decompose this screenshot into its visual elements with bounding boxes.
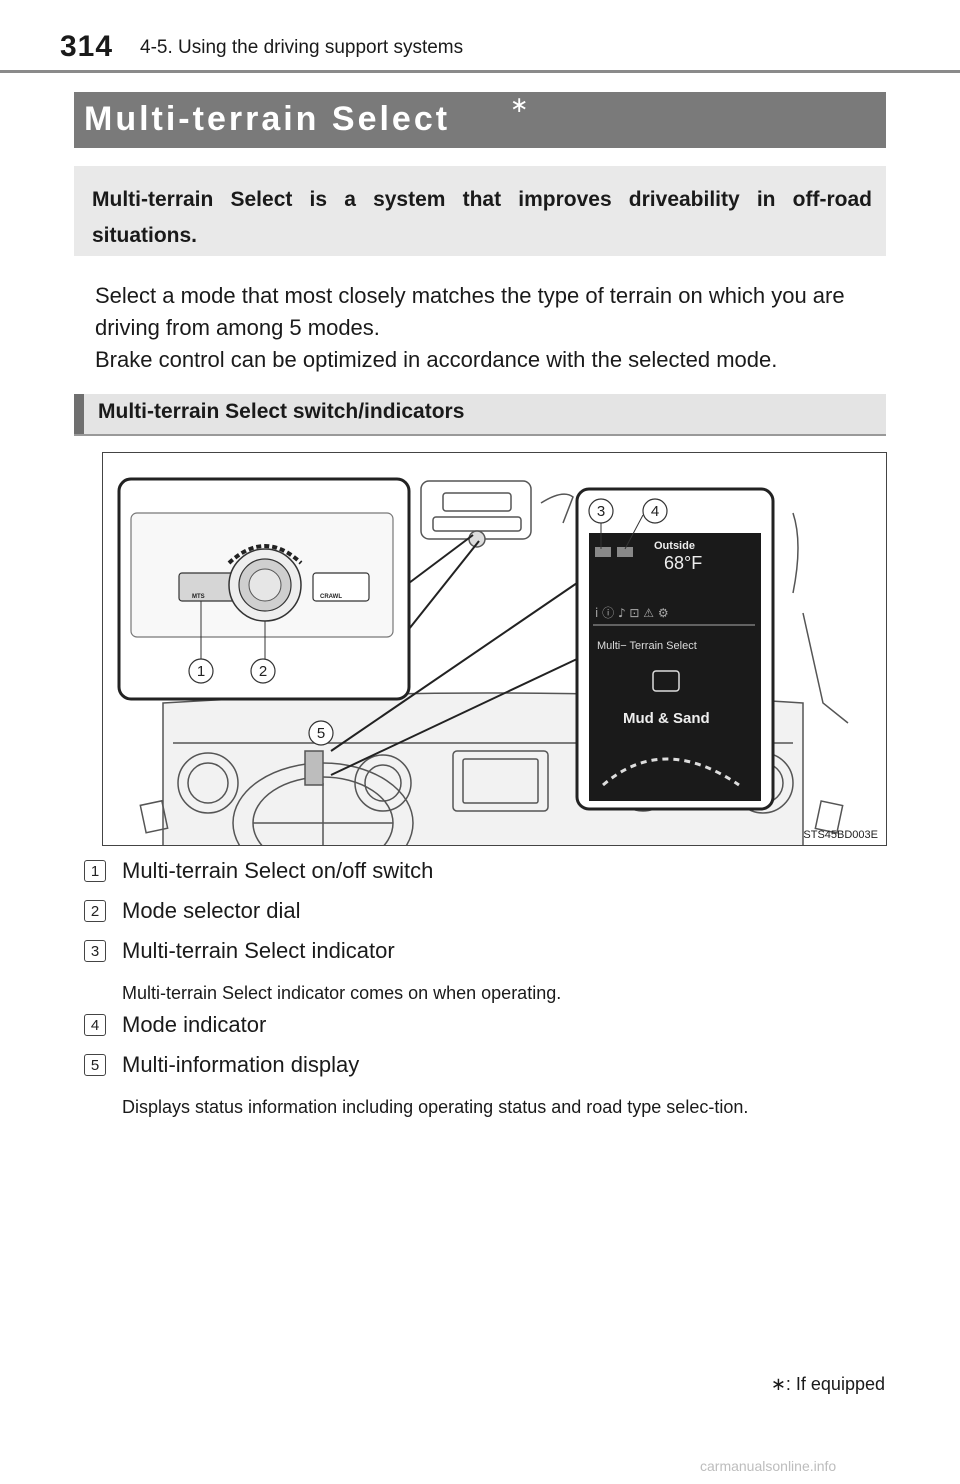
crawl-label: CRAWL bbox=[320, 594, 342, 600]
legend-label: Mode indicator bbox=[122, 1012, 267, 1037]
intro-box: Multi-terrain Select is a system that im… bbox=[74, 166, 886, 256]
legend-label: Multi-terrain Select indicator bbox=[122, 938, 395, 963]
multi-info-display bbox=[589, 533, 761, 801]
callout-2: 2 bbox=[259, 663, 267, 680]
title-bar: Multi-terrain Select ∗ bbox=[74, 92, 886, 148]
display-temp: 68°F bbox=[664, 553, 702, 573]
footnote: ∗: If equipped bbox=[770, 1374, 885, 1394]
legend-description: Displays status information including op… bbox=[122, 1097, 749, 1117]
page-title: Multi-terrain Select bbox=[84, 100, 451, 138]
watermark: carmanualsonline.info bbox=[700, 1458, 837, 1474]
crawl-switch bbox=[312, 572, 370, 602]
mts-switch bbox=[178, 572, 238, 602]
callout-3: 3 bbox=[597, 503, 605, 520]
legend-label: Multi-terrain Select on/off switch bbox=[122, 858, 434, 883]
legend-label: Mode selector dial bbox=[122, 898, 301, 923]
section-header: 4-5. Using the driving support systems bbox=[140, 37, 464, 58]
display-title: Multi− Terrain Select bbox=[597, 640, 697, 652]
display-mode: Mud & Sand bbox=[623, 710, 710, 727]
subheading-rule bbox=[74, 434, 886, 436]
legend-number: 5 bbox=[84, 1054, 106, 1076]
body-paragraph-2: Brake control can be optimized in accord… bbox=[95, 347, 778, 372]
legend-number: 3 bbox=[84, 940, 106, 962]
legend-number: 4 bbox=[84, 1014, 106, 1036]
svg-text:i ⓘ ♪ ⊡ ⚠ ⚙: i ⓘ ♪ ⊡ ⚠ ⚙ bbox=[595, 606, 669, 620]
subheading-bar: Multi-terrain Select switch/indicators bbox=[74, 394, 886, 434]
equipped-mark: ∗ bbox=[510, 92, 529, 117]
body-paragraph-1: Select a mode that most closely matches … bbox=[95, 283, 845, 340]
figure: MTS CRAWL 1 2 Outside 68°F i ⓘ ♪ ⊡ ⚠ ⚙ M… bbox=[102, 452, 887, 846]
callout-5: 5 bbox=[317, 725, 325, 742]
legend-number: 2 bbox=[84, 900, 106, 922]
legend-label: Multi-information display bbox=[122, 1052, 360, 1077]
dashboard-illustration: MTS CRAWL 1 2 Outside 68°F i ⓘ ♪ ⊡ ⚠ ⚙ M… bbox=[117, 477, 849, 845]
callout-1: 1 bbox=[197, 663, 205, 680]
display-outside: Outside bbox=[654, 540, 695, 552]
intro-text: Multi-terrain Select is a system that im… bbox=[92, 188, 872, 247]
mts-label: MTS bbox=[192, 594, 205, 600]
callout-4: 4 bbox=[651, 503, 659, 520]
legend-description: Multi-terrain Select indicator comes on … bbox=[122, 983, 562, 1003]
figure-code: STS45BD003E bbox=[803, 829, 878, 841]
page-number: 314 bbox=[60, 30, 114, 63]
header-rule bbox=[0, 70, 960, 73]
legend-number: 1 bbox=[84, 860, 106, 882]
subheading: Multi-terrain Select switch/indicators bbox=[98, 400, 465, 423]
